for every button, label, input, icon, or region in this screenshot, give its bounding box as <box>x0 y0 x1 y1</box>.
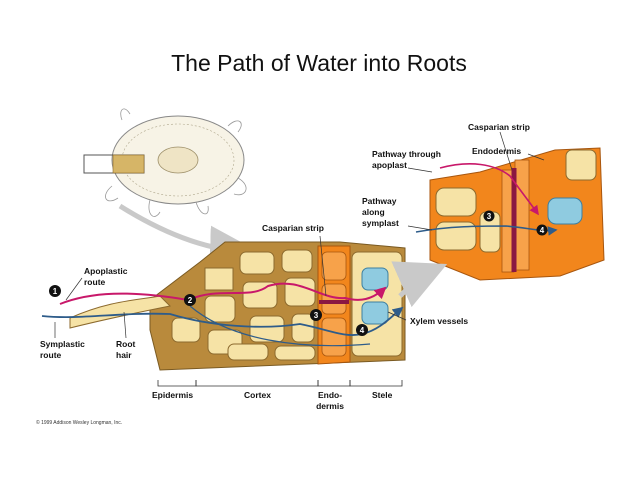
xylem-vessels-label: Xylem vessels <box>410 316 468 326</box>
step-1-number: 1 <box>53 287 58 296</box>
pathway-symplast-line3: symplast <box>362 218 399 228</box>
pathway-symplast-line2: along <box>362 207 385 217</box>
pathway-symplast-line1: Pathway <box>362 196 397 206</box>
inset-step-3-marker: 3 <box>483 210 495 222</box>
root-hair-line1: Root <box>116 339 136 349</box>
leader-lines <box>54 131 545 339</box>
apoplastic-route-line2: route <box>84 277 106 287</box>
endodermis-bottom-line1: Endo- <box>318 390 342 400</box>
cortex-label: Cortex <box>244 390 271 400</box>
pathway-symplast-label: Pathway along symplast <box>362 196 399 228</box>
apoplastic-route-line1: Apoplastic <box>84 266 128 276</box>
symplastic-route-line2: route <box>40 350 62 360</box>
step-4-number: 4 <box>360 326 365 335</box>
pathway-apoplast-line2: apoplast <box>372 160 407 170</box>
pathway-apoplast-line1: Pathway through <box>372 149 441 159</box>
pathway-apoplast-label: Pathway through apoplast <box>372 149 441 170</box>
endodermis-inset-label: Endodermis <box>472 146 521 156</box>
symplastic-route-line1: Symplastic <box>40 339 85 349</box>
inset-step-4-marker: 4 <box>536 224 548 236</box>
step-3-marker: 3 <box>310 309 322 321</box>
endodermis-inset: 3 4 <box>391 147 605 308</box>
root-hair-label: Root hair <box>116 339 136 360</box>
endodermis-bottom-line2: dermis <box>316 401 344 411</box>
step-4-marker: 4 <box>356 324 368 336</box>
inset-step-4-number: 4 <box>540 226 545 235</box>
page-title: The Path of Water into Roots <box>171 50 467 76</box>
casparian-strip-label: Casparian strip <box>262 223 324 233</box>
region-brackets <box>157 380 403 387</box>
step-3-number: 3 <box>314 311 319 320</box>
root-hair-line2: hair <box>116 350 132 360</box>
copyright-text: © 1999 Addison Wesley Longman, Inc. <box>36 419 122 426</box>
step-1-marker: 1 <box>49 285 61 297</box>
apoplastic-route-label: Apoplastic route <box>84 266 128 287</box>
tissue-block <box>69 241 406 371</box>
epidermis-label: Epidermis <box>152 390 193 400</box>
root-cross-section <box>83 108 260 276</box>
step-2-number: 2 <box>188 296 193 305</box>
endodermis-bottom-label: Endo- dermis <box>316 390 344 411</box>
stele-label: Stele <box>372 390 393 400</box>
casparian-strip-inset-label: Casparian strip <box>468 122 530 132</box>
inset-step-3-number: 3 <box>487 212 492 221</box>
step-2-marker: 2 <box>184 294 196 306</box>
symplastic-route-label: Symplastic route <box>40 339 85 360</box>
